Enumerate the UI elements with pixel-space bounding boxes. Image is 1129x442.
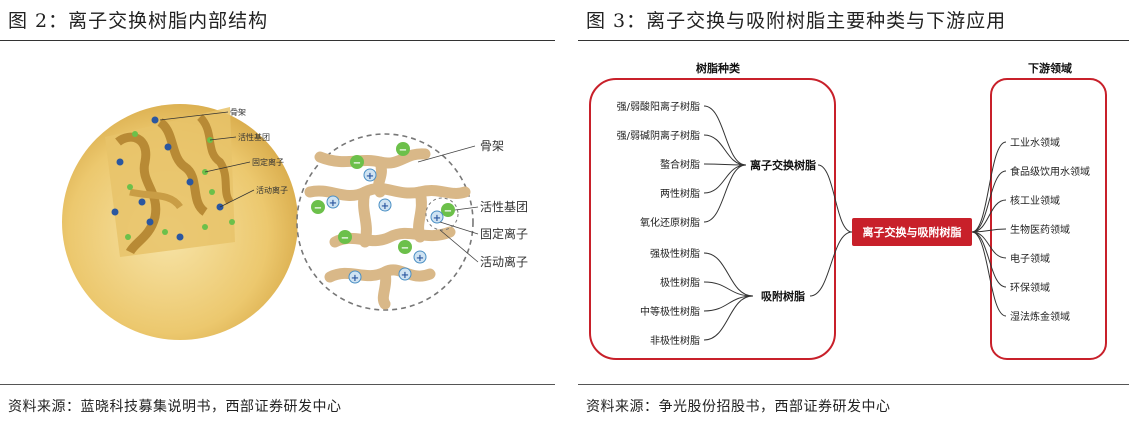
connector-group-center bbox=[809, 231, 853, 297]
svg-text:+: + bbox=[381, 201, 389, 212]
connector-application bbox=[971, 231, 1007, 259]
resin-item: 强/弱碱阴离子树脂 bbox=[617, 129, 700, 142]
downstream-header: 下游领域 bbox=[1028, 61, 1072, 75]
svg-text:−: − bbox=[353, 158, 361, 169]
resin-item: 极性树脂 bbox=[660, 276, 700, 289]
circle-label-active-group: 活性基团 bbox=[480, 200, 528, 214]
connector-application bbox=[971, 141, 1007, 233]
sphere-label-active-group: 活性基团 bbox=[238, 132, 270, 142]
svg-text:+: + bbox=[329, 198, 337, 209]
top-rule bbox=[0, 40, 555, 41]
circle-label-fixed-ion: 固定离子 bbox=[480, 226, 528, 241]
application-item: 生物医药领域 bbox=[1010, 223, 1070, 236]
zoom-circle: − − + − + + − + − − + + + 骨架 活性基团 bbox=[296, 133, 528, 311]
circle-label-skeleton: 骨架 bbox=[480, 139, 504, 153]
resin-types-header: 树脂种类 bbox=[696, 61, 741, 75]
connector-application bbox=[971, 231, 1007, 288]
figure-3-title: 图 3：离子交换与吸附树脂主要种类与下游应用 bbox=[586, 10, 1007, 32]
resin-item: 螯合树脂 bbox=[660, 158, 700, 171]
connector-adsorption-item bbox=[703, 295, 754, 312]
resin-item: 强/弱酸阳离子树脂 bbox=[617, 100, 700, 113]
connector-ion-item bbox=[703, 163, 747, 166]
svg-text:+: + bbox=[401, 270, 409, 281]
application-item: 工业水领域 bbox=[1010, 136, 1060, 149]
connector-group-center bbox=[817, 164, 853, 233]
connector-ion-item bbox=[703, 134, 747, 166]
resin-item: 非极性树脂 bbox=[650, 334, 700, 347]
group-ion-exchange: 离子交换树脂 bbox=[750, 158, 816, 172]
zoom-ions: − − + − + + − + − − + + + bbox=[311, 142, 455, 284]
sphere-label-fixed-ion: 固定离子 bbox=[252, 157, 284, 167]
connector-application bbox=[971, 228, 1007, 233]
ion-dots bbox=[111, 116, 235, 241]
svg-text:−: − bbox=[399, 145, 407, 156]
figure-2-panel: 图 2：离子交换树脂内部结构 bbox=[0, 0, 555, 442]
svg-text:+: + bbox=[351, 273, 359, 284]
bottom-rule bbox=[578, 384, 1129, 385]
connector-lines bbox=[703, 105, 1007, 341]
application-item: 电子领域 bbox=[1010, 252, 1050, 265]
figure-2-title: 图 2：离子交换树脂内部结构 bbox=[8, 10, 269, 32]
connector-application bbox=[971, 231, 1007, 317]
connector-application bbox=[971, 199, 1007, 233]
sphere-label-skeleton: 骨架 bbox=[230, 108, 246, 117]
connector-ion-item bbox=[703, 105, 747, 166]
resin-item: 两性树脂 bbox=[660, 187, 700, 200]
connector-ion-item bbox=[703, 164, 747, 194]
application-item: 环保领域 bbox=[1010, 281, 1050, 294]
resin-item: 氧化还原树脂 bbox=[640, 216, 700, 229]
resin-mindmap: 树脂种类 下游领域 离子交换与吸附树脂 离子交换树脂 吸附树脂 强/弱酸阳离子树… bbox=[589, 61, 1107, 360]
application-item: 食品级饮用水领域 bbox=[1010, 165, 1090, 178]
application-item: 核工业领域 bbox=[1010, 194, 1060, 207]
connector-adsorption-item bbox=[703, 295, 754, 341]
circle-label-mobile-ion: 活动离子 bbox=[480, 254, 528, 269]
resin-item: 中等极性树脂 bbox=[640, 305, 700, 318]
connector-application bbox=[971, 170, 1007, 233]
resin-types-box bbox=[589, 78, 836, 360]
svg-text:+: + bbox=[433, 213, 441, 224]
connector-ion-item bbox=[703, 164, 747, 223]
sphere-label-mobile-ion: 活动离子 bbox=[256, 185, 288, 195]
center-node bbox=[852, 218, 972, 246]
connector-adsorption-item bbox=[703, 281, 754, 297]
svg-text:−: − bbox=[314, 203, 322, 214]
bottom-rule bbox=[0, 384, 555, 385]
figure-3-source: 资料来源：争光股份招股书，西部证券研发中心 bbox=[586, 399, 891, 415]
svg-text:+: + bbox=[366, 171, 374, 182]
downstream-box bbox=[990, 78, 1107, 360]
group-adsorption: 吸附树脂 bbox=[761, 289, 805, 303]
connector-adsorption-item bbox=[703, 252, 754, 297]
svg-text:+: + bbox=[416, 253, 424, 264]
resin-item: 强极性树脂 bbox=[650, 247, 700, 260]
figure-2-source: 资料来源：蓝晓科技募集说明书，西部证券研发中心 bbox=[8, 399, 342, 415]
resin-structure-diagram: 骨架 活性基团 固定离子 活动离子 − − + − bbox=[62, 104, 528, 340]
resin-bead: 骨架 活性基团 固定离子 活动离子 bbox=[62, 104, 298, 340]
top-rule bbox=[578, 40, 1129, 41]
svg-text:−: − bbox=[341, 233, 349, 244]
application-item: 湿法炼金领域 bbox=[1010, 310, 1070, 323]
svg-text:−: − bbox=[401, 243, 409, 254]
svg-text:−: − bbox=[444, 206, 452, 217]
figure-3-panel: 图 3：离子交换与吸附树脂主要种类与下游应用 树脂种类 下游领域 离子交换与吸附… bbox=[578, 0, 1129, 442]
center-node-label: 离子交换与吸附树脂 bbox=[863, 225, 962, 239]
